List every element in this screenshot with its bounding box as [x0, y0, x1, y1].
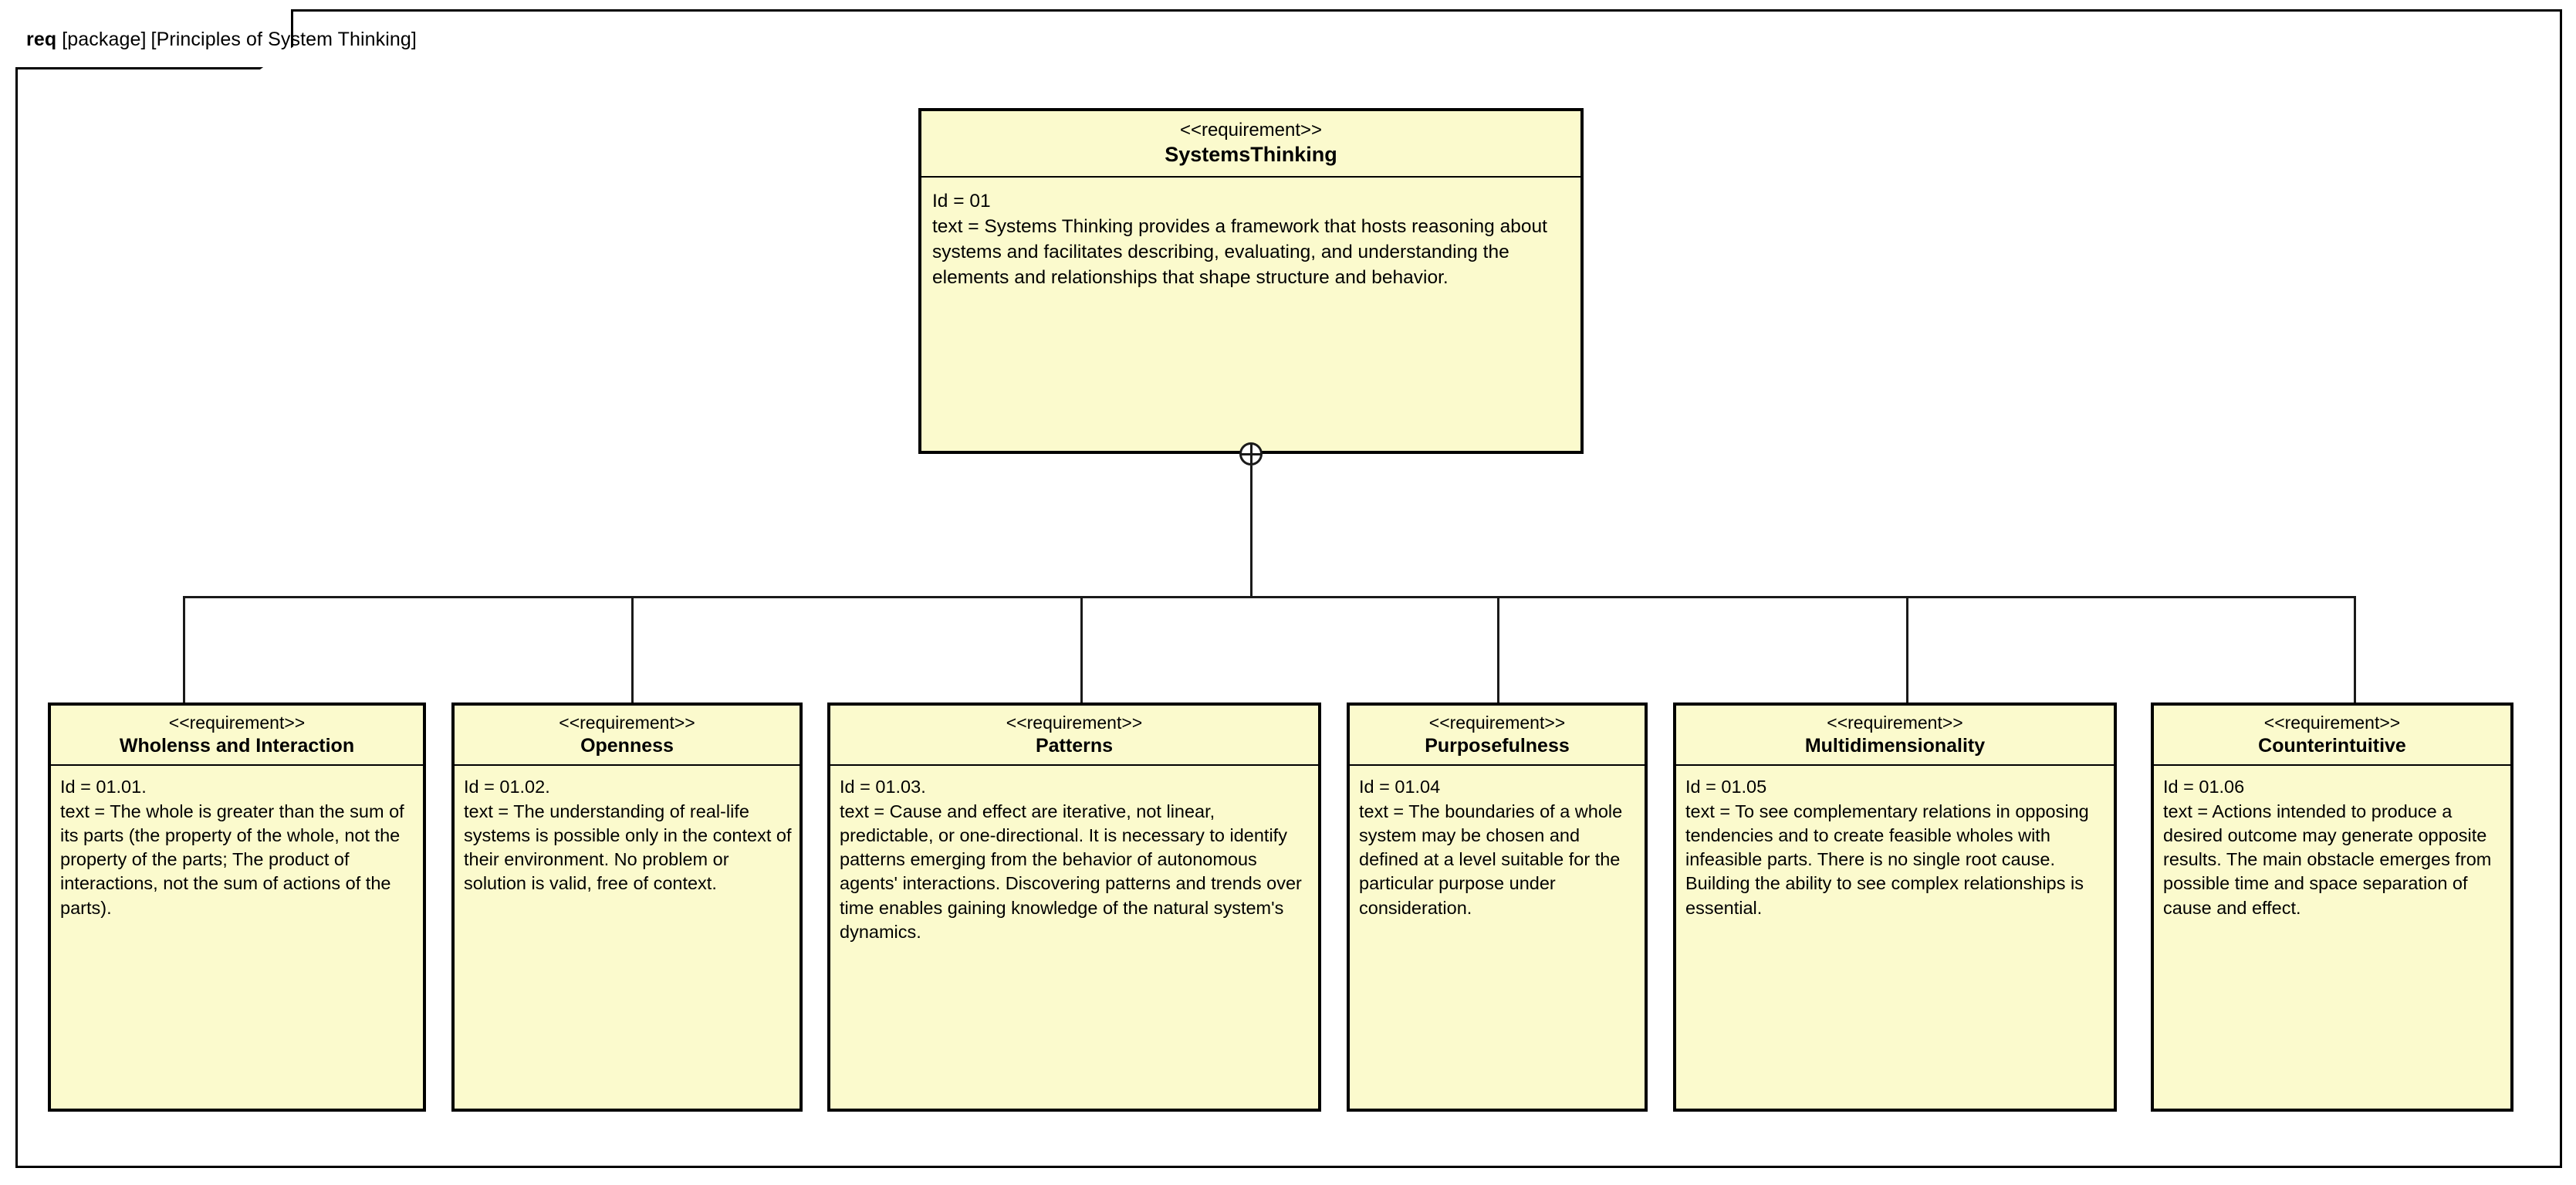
containment-crosshair-icon	[1239, 442, 1263, 466]
requirement-id: Id = 01.05	[1685, 777, 1767, 797]
requirement-id: Id = 01.06	[2163, 777, 2245, 797]
requirement-stereotype: <<requirement>>	[1827, 713, 1963, 733]
connector-drop-1	[183, 596, 185, 704]
requirement-id: Id = 01.03.	[840, 777, 926, 797]
requirement-name: Multidimensionality	[1804, 734, 1986, 757]
requirement-stereotype: <<requirement>>	[1428, 713, 1566, 733]
connector-drop-5	[1906, 596, 1908, 704]
requirement-text: text = The understanding of real-life sy…	[464, 801, 792, 894]
requirement-body: Id = 01.06 text = Actions intended to pr…	[2154, 766, 2510, 926]
requirement-stereotype: <<requirement>>	[2263, 713, 2401, 733]
requirement-id: Id = 01.04	[1359, 777, 1441, 797]
connector-drop-6	[2354, 596, 2356, 704]
requirement-header: <<requirement>> Purposefulness	[1350, 706, 1645, 767]
requirement-stereotype: <<requirement>>	[1006, 713, 1143, 733]
requirement-id: Id = 01	[932, 190, 991, 212]
requirement-block-systemsthinking[interactable]: <<requirement>> SystemsThinking Id = 01 …	[918, 108, 1584, 454]
requirement-header: <<requirement>> Openness	[455, 706, 800, 767]
requirement-id: Id = 01.01.	[60, 777, 147, 797]
requirement-header: <<requirement>> SystemsThinking	[921, 111, 1580, 178]
connector-drop-2	[631, 596, 634, 704]
requirement-text: text = Systems Thinking provides a frame…	[932, 215, 1547, 289]
requirement-body: Id = 01.01. text = The whole is greater …	[51, 766, 423, 926]
requirement-block-openness[interactable]: <<requirement>> Openness Id = 01.02. tex…	[451, 703, 803, 1112]
requirement-text: text = The whole is greater than the sum…	[60, 801, 404, 918]
requirement-text: text = To see complementary relations in…	[1685, 801, 2089, 918]
requirement-header: <<requirement>> Wholenss and Interaction	[51, 706, 423, 767]
requirement-body: Id = 01.04 text = The boundaries of a wh…	[1350, 766, 1645, 926]
requirement-header: <<requirement>> Counterintuitive	[2154, 706, 2510, 767]
frame-tab	[15, 9, 293, 69]
diagram-kind-keyword: req	[26, 28, 57, 50]
requirement-block-wholenss-and-interaction[interactable]: <<requirement>> Wholenss and Interaction…	[48, 703, 426, 1112]
connector-bus	[183, 596, 2356, 598]
requirement-stereotype: <<requirement>>	[168, 713, 306, 733]
requirement-stereotype: <<requirement>>	[559, 713, 695, 733]
connector-root-stem	[1249, 466, 1253, 598]
requirement-body: Id = 01.02. text = The understanding of …	[455, 766, 800, 902]
requirement-name: Purposefulness	[1425, 734, 1570, 757]
requirement-name: Counterintuitive	[2258, 734, 2406, 757]
frame-tab-label: req [package] [Principles of System Thin…	[26, 9, 421, 69]
requirement-body: Id = 01.05 text = To see complementary r…	[1676, 766, 2114, 926]
requirement-id: Id = 01.02.	[464, 777, 550, 797]
requirement-text: text = Actions intended to produce a des…	[2163, 801, 2492, 918]
requirement-name: Patterns	[1035, 734, 1114, 757]
requirement-block-counterintuitive[interactable]: <<requirement>> Counterintuitive Id = 01…	[2151, 703, 2513, 1112]
diagram-frame	[15, 9, 2562, 1168]
requirement-body: Id = 01.03. text = Cause and effect are …	[830, 766, 1318, 950]
requirement-text: text = The boundaries of a whole system …	[1359, 801, 1623, 918]
diagram-frame-type: [package]	[62, 28, 147, 50]
requirement-block-purposefulness[interactable]: <<requirement>> Purposefulness Id = 01.0…	[1347, 703, 1648, 1112]
requirement-block-patterns[interactable]: <<requirement>> Patterns Id = 01.03. tex…	[827, 703, 1321, 1112]
requirement-body: Id = 01 text = Systems Thinking provides…	[921, 178, 1580, 297]
requirement-name: SystemsThinking	[1165, 142, 1337, 166]
requirement-name: Wholenss and Interaction	[119, 734, 355, 757]
requirement-stereotype: <<requirement>>	[1179, 120, 1323, 141]
requirement-name: Openness	[580, 734, 674, 757]
requirement-header: <<requirement>> Patterns	[830, 706, 1318, 767]
connector-drop-4	[1497, 596, 1499, 704]
requirement-block-multidimensionality[interactable]: <<requirement>> Multidimensionality Id =…	[1673, 703, 2117, 1112]
requirement-header: <<requirement>> Multidimensionality	[1676, 706, 2114, 767]
requirement-text: text = Cause and effect are iterative, n…	[840, 801, 1302, 942]
diagram-frame-name: [Principles of System Thinking]	[150, 28, 417, 50]
connector-drop-3	[1080, 596, 1083, 704]
